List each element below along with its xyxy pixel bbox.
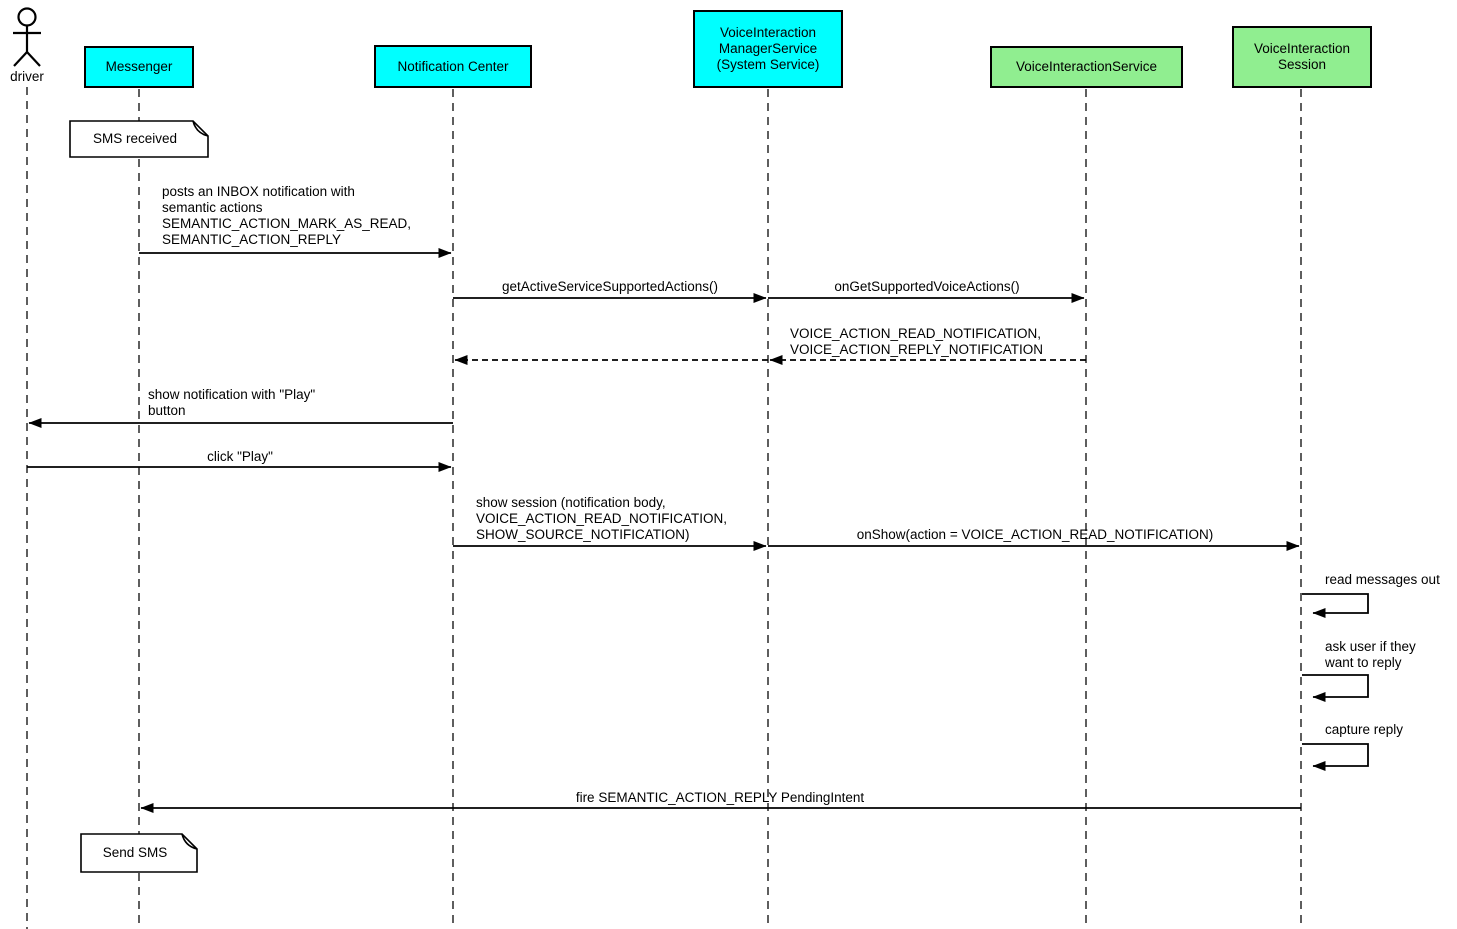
actor-icon: [13, 7, 41, 67]
message-label-click-play: click "Play": [207, 449, 273, 464]
message-label-read-messages-out: read messages out: [1325, 572, 1440, 587]
message-label-posts-inbox-notification: posts an INBOX notification with semanti…: [162, 184, 412, 247]
self-arrow-read-messages-out: [1302, 593, 1369, 618]
message-label-show-notification-play-button: show notification with "Play" button: [148, 387, 316, 418]
participant-voice-interaction-session: VoiceInteraction Session: [1232, 26, 1372, 88]
message-label-return-voice-actions: VOICE_ACTION_READ_NOTIFICATION, VOICE_AC…: [790, 326, 1044, 357]
self-arrow-capture-reply: [1302, 743, 1369, 771]
message-label-fire-semantic-action-reply: fire SEMANTIC_ACTION_REPLY PendingIntent: [575, 790, 865, 805]
note-shape-send-sms: [80, 833, 198, 873]
participant-voice-interaction-manager-service: VoiceInteraction ManagerService (System …: [693, 10, 843, 88]
participant-notification-center: Notification Center: [374, 45, 532, 88]
note-send-sms: Send SMS: [102, 845, 168, 860]
actor-driver-label: driver: [10, 69, 44, 84]
participant-messenger: Messenger: [84, 46, 194, 88]
message-label-show-session: show session (notification body, VOICE_A…: [476, 495, 728, 542]
message-label-ask-user-if-they-want-to-reply: ask user if they want to reply: [1325, 639, 1416, 670]
self-arrow-ask-user-if-they-want-to-reply: [1302, 674, 1369, 702]
note-sms-received: SMS received: [92, 131, 178, 146]
message-label-on-show: onShow(action = VOICE_ACTION_READ_NOTIFI…: [856, 527, 1214, 542]
message-label-get-active-service-supported-actions: getActiveServiceSupportedActions(): [501, 279, 719, 294]
message-label-capture-reply: capture reply: [1325, 722, 1404, 737]
note-shape-sms-received: [69, 120, 209, 158]
message-label-on-get-supported-voice-actions: onGetSupportedVoiceActions(): [834, 279, 1020, 294]
participant-voice-interaction-service: VoiceInteractionService: [990, 46, 1183, 88]
